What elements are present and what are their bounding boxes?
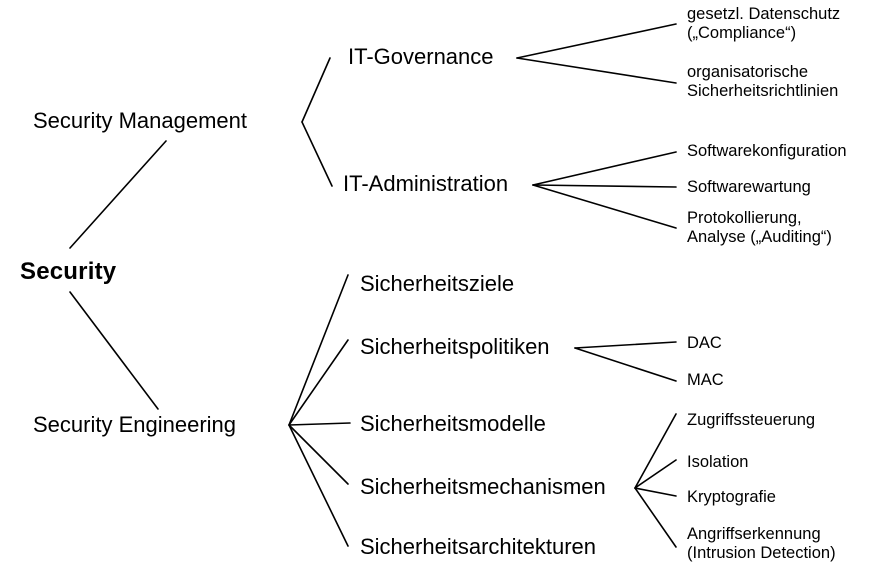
edge-sm-hub-upper (301, 57, 331, 123)
node-security-engineering: Security Engineering (33, 412, 237, 437)
node-security-management: Security Management (33, 108, 247, 133)
edge-se-to-architekturen (288, 424, 349, 547)
node-root: Security (20, 258, 117, 285)
node-richtlinien: organisatorische Sicherheitsrichtlinien (687, 63, 839, 101)
edge-mechanismen-to-angriff (634, 487, 677, 548)
edge-se-to-politiken (288, 339, 349, 426)
node-kryptografie: Kryptografie (687, 488, 776, 506)
edge-politiken-to-mac (574, 347, 677, 382)
edge-se-to-ziele (288, 274, 349, 426)
node-it-governance: IT-Governance (348, 44, 494, 69)
edge-politiken-to-dac (574, 341, 677, 349)
node-sicherheitsarchitekturen: Sicherheitsarchitekturen (360, 534, 597, 559)
node-protokollierung: Protokollierung, Analyse („Auditing“) (687, 209, 832, 247)
edge-root-to-security-management (69, 140, 167, 249)
node-zugriffssteuerung: Zugriffssteuerung (687, 411, 816, 429)
edge-itadmin-to-swkonfig (532, 151, 677, 186)
edge-mechanismen-to-krypto (634, 487, 677, 497)
node-angriffserkennung: Angriffserkennung (Intrusion Detection) (687, 525, 836, 563)
edge-itadmin-to-swwartung (532, 184, 677, 188)
edge-se-to-modelle (288, 422, 351, 426)
node-softwarewartung: Softwarewartung (687, 178, 811, 196)
node-sicherheitspolitiken: Sicherheitspolitiken (360, 334, 550, 359)
edge-root-to-security-engineering (69, 291, 159, 410)
edge-itgov-to-datenschutz (516, 23, 677, 59)
edge-sm-hub-lower (301, 121, 333, 187)
edge-se-to-mechanismen (288, 424, 349, 485)
node-sicherheitsmechanismen: Sicherheitsmechanismen (360, 474, 606, 499)
edge-itadmin-to-protokoll (532, 184, 677, 229)
node-sicherheitsmodelle: Sicherheitsmodelle (360, 411, 546, 436)
node-dac: DAC (687, 334, 722, 352)
node-softwarekonfiguration: Softwarekonfiguration (687, 142, 847, 160)
node-isolation: Isolation (687, 453, 749, 471)
node-mac: MAC (687, 371, 724, 389)
node-sicherheitsziele: Sicherheitsziele (360, 271, 515, 296)
node-it-administration: IT-Administration (343, 171, 509, 196)
edge-mechanismen-to-isolation (634, 459, 677, 489)
edge-mechanismen-to-zugriff (634, 413, 677, 489)
edge-itgov-to-richtlinien (516, 57, 677, 84)
node-datenschutz: gesetzl. Datenschutz („Compliance“) (687, 5, 841, 43)
